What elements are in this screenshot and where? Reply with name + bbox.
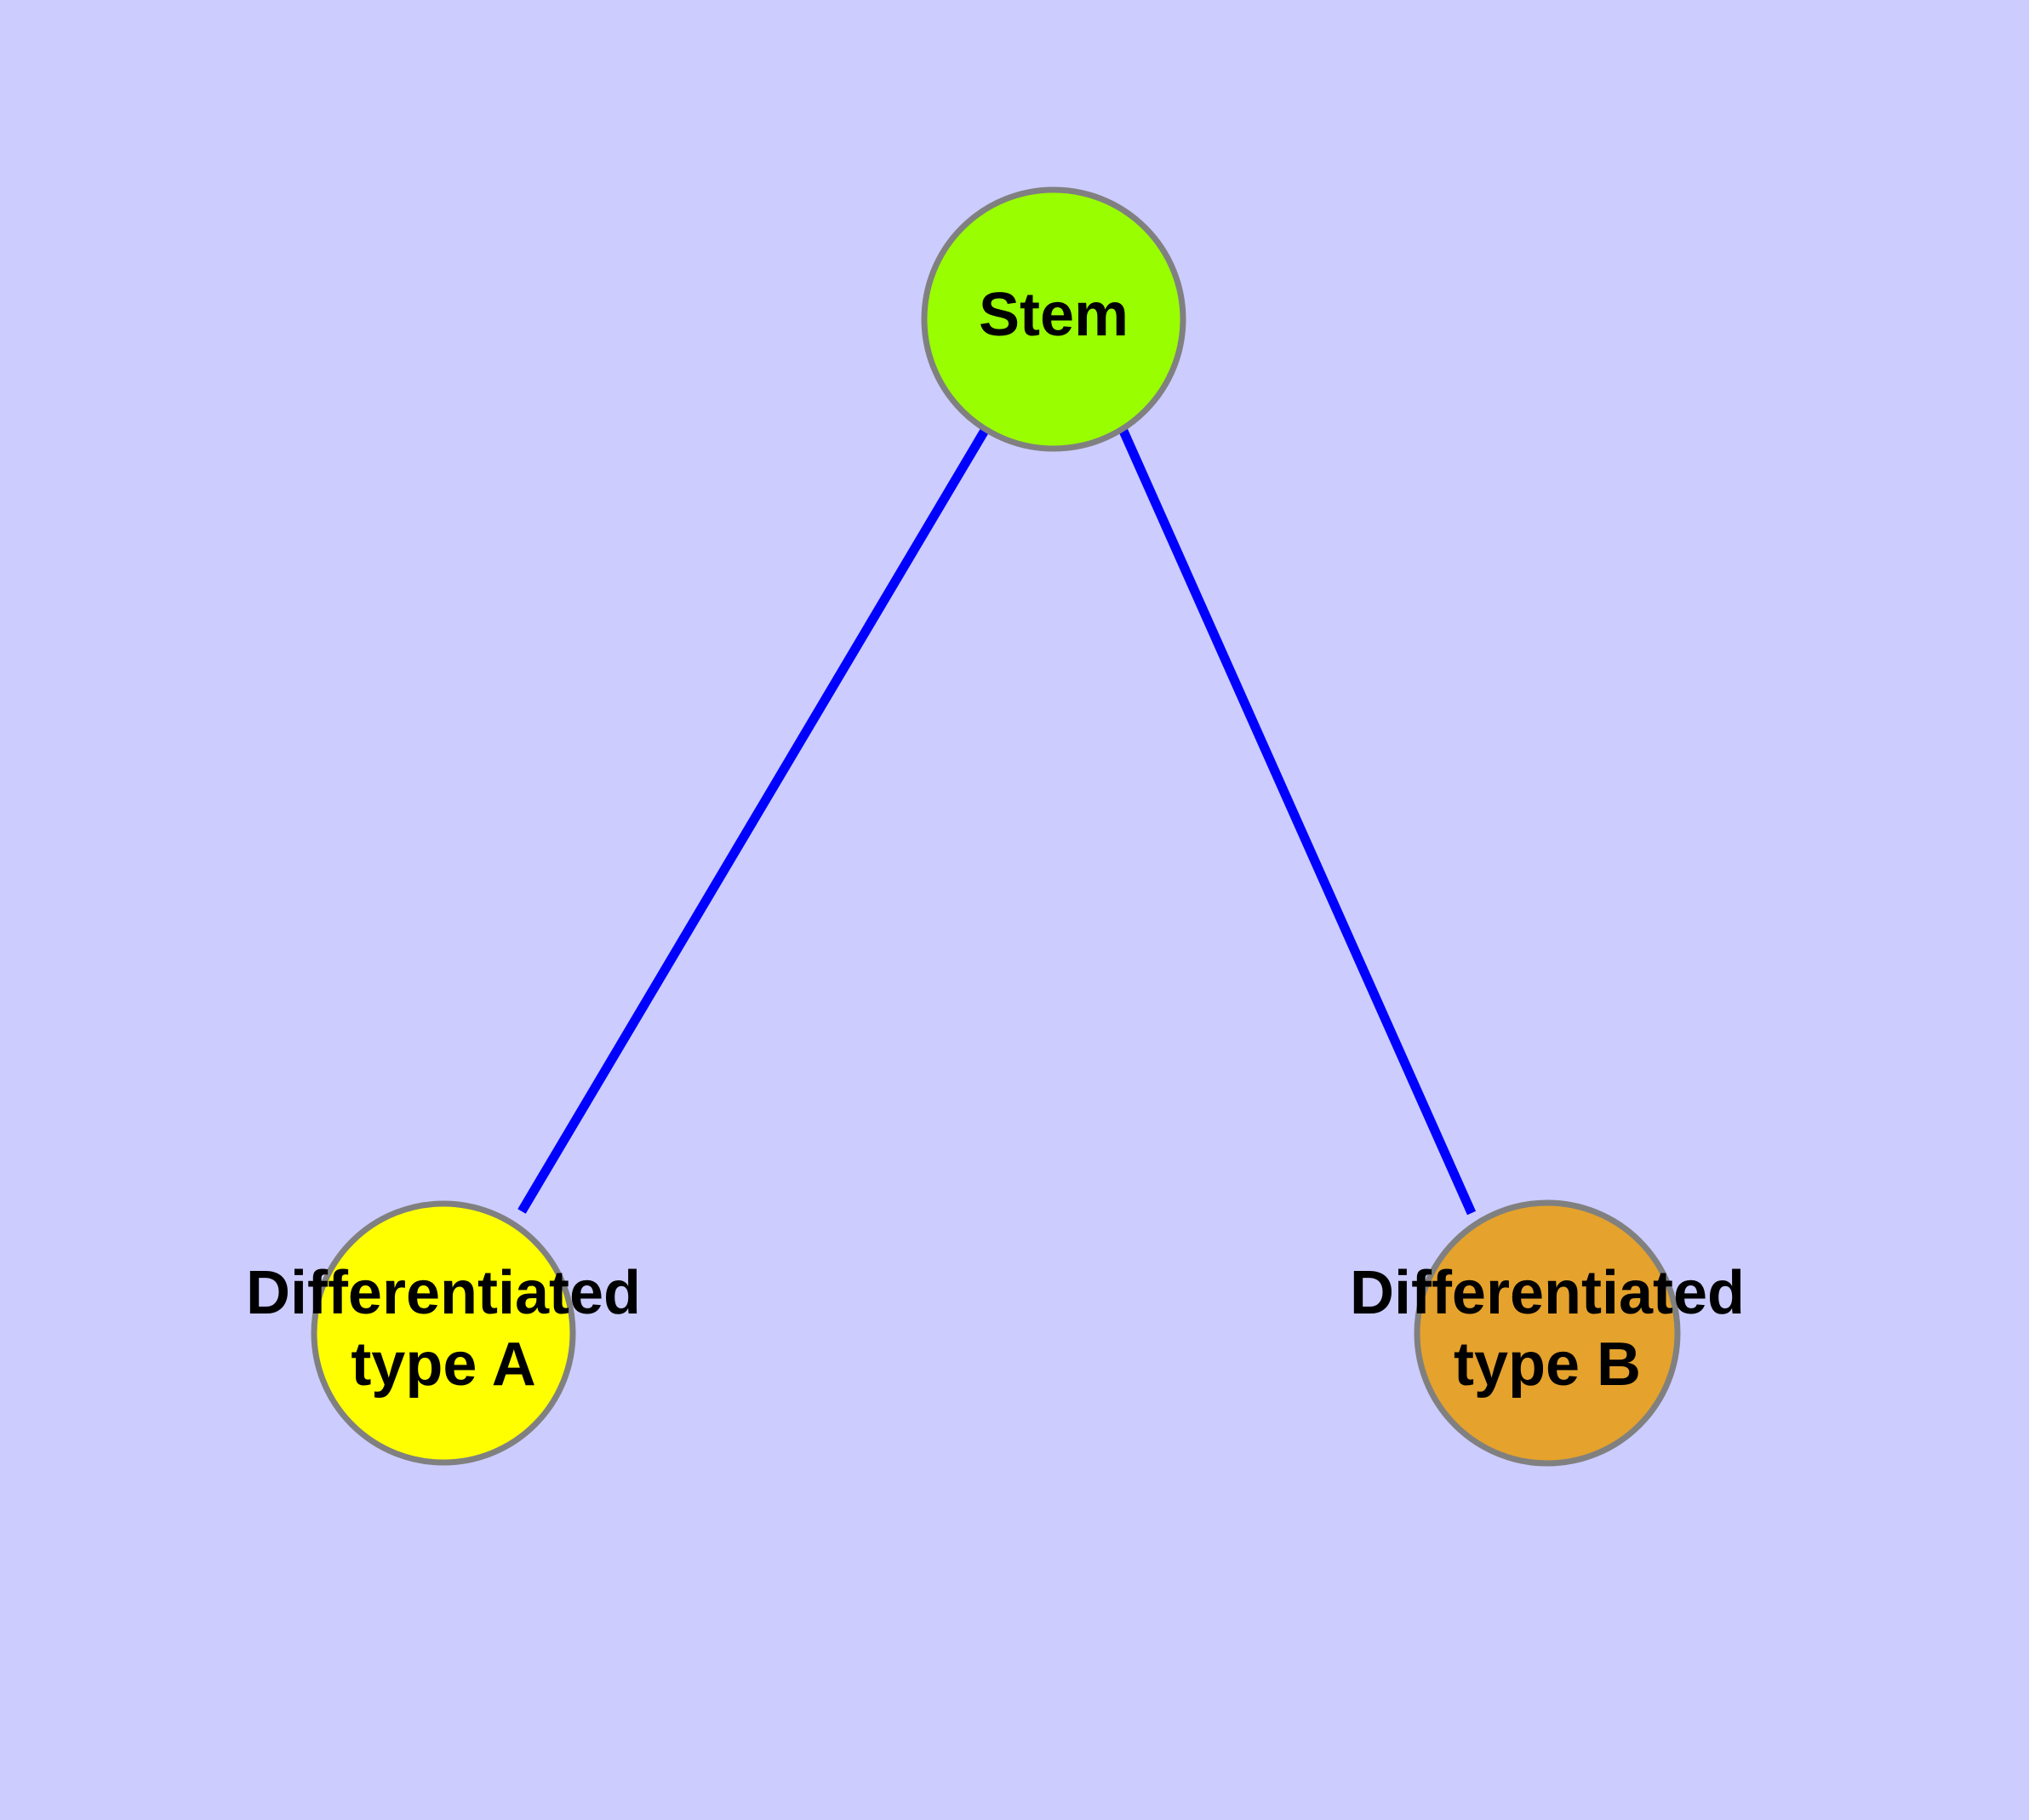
node-label-line: type A — [351, 1331, 535, 1399]
node-label-line: type B — [1454, 1331, 1641, 1399]
edges-layer — [517, 426, 1477, 1216]
node-stem-circle[interactable] — [921, 186, 1186, 452]
node-label-line: Stem — [979, 281, 1129, 349]
edge-stem-to-differentiated-type-a[interactable] — [517, 426, 990, 1214]
edge-stem-to-differentiated-type-b[interactable] — [1117, 426, 1477, 1216]
node-differentiated-type-b-circle[interactable] — [1414, 1199, 1681, 1467]
node-label-line: Differentiated — [246, 1259, 641, 1327]
node-stem[interactable]: Stem — [921, 186, 1186, 452]
node-differentiated-type-a-circle[interactable] — [311, 1200, 576, 1466]
node-label-line: Differentiated — [1350, 1259, 1745, 1327]
node-stem-label: Stem — [979, 281, 1129, 349]
